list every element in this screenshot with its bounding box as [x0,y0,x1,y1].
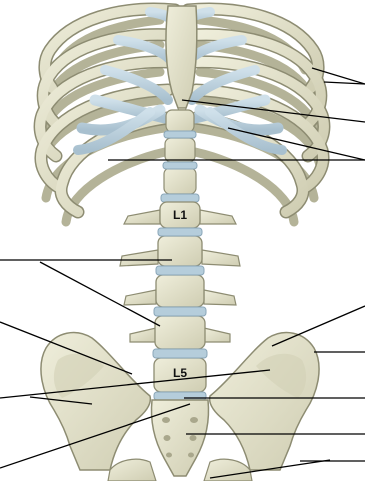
intervertebral-disc [158,228,202,236]
thoracic-vertebra [166,110,194,132]
vertebral-column [120,110,240,400]
thoracic-vertebra [165,138,195,162]
intervertebral-disc [156,266,204,275]
intervertebral-disc [154,392,206,400]
intervertebral-disc [154,307,206,316]
intervertebral-disc [161,194,199,202]
leader-line [272,306,365,346]
thoracic-vertebra [164,168,196,194]
lumbar-vertebra-4 [155,316,205,349]
left-pubis [108,459,156,481]
right-ilium [210,333,319,470]
vertebra-label-l5: L5 [173,366,187,380]
intervertebral-disc [164,131,196,138]
lumbar-vertebra-3 [156,275,204,307]
intervertebral-disc [153,349,207,358]
intervertebral-disc [163,162,197,169]
lumbar-vertebra-2 [158,236,202,266]
sacrum [152,400,209,476]
left-ilium [41,333,150,470]
vertebra-label-l1: L1 [173,208,187,222]
